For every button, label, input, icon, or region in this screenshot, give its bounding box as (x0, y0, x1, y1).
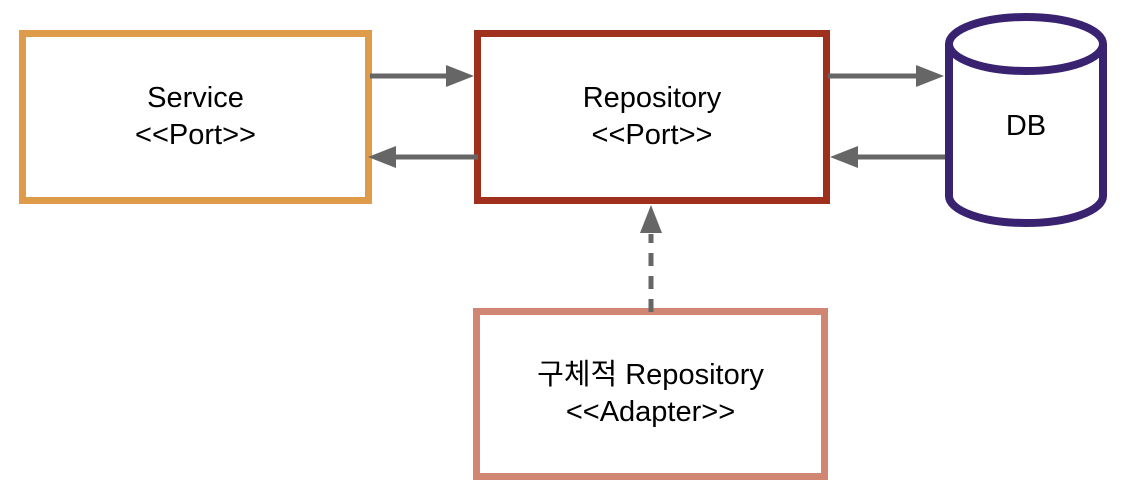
node-service-title: Service (147, 82, 244, 114)
node-service-stereotype: <<Port>> (135, 119, 256, 151)
node-repository: Repository <<Port>> (474, 30, 830, 204)
node-service: Service <<Port>> (19, 30, 372, 204)
arrow-repository-to-service (368, 146, 478, 168)
arrow-head (916, 65, 944, 87)
arrow-head (640, 205, 662, 233)
node-repository-stereotype: <<Port>> (591, 119, 713, 151)
arrow-service-to-repository (370, 65, 474, 87)
arrow-adapter-to-repository (640, 205, 662, 312)
node-concrete-repository-adapter: 구체적 Repository <<Adapter>> (473, 308, 828, 480)
node-repository-title: Repository (582, 82, 722, 114)
node-adapter-stereotype: <<Adapter>> (565, 396, 736, 428)
arrow-head (368, 146, 396, 168)
arrow-head (830, 146, 858, 168)
node-db-label: DB (1005, 110, 1047, 142)
arrow-repository-to-db (828, 65, 944, 87)
db-cylinder-top (945, 13, 1107, 75)
node-adapter-text: 구체적 Repository <<Adapter>> (537, 357, 764, 431)
node-repository-text: Repository <<Port>> (583, 80, 722, 154)
arrow-db-to-repository (830, 146, 945, 168)
arrow-head (446, 65, 474, 87)
node-service-text: Service <<Port>> (135, 80, 256, 154)
node-adapter-title: 구체적 Repository (537, 359, 764, 391)
